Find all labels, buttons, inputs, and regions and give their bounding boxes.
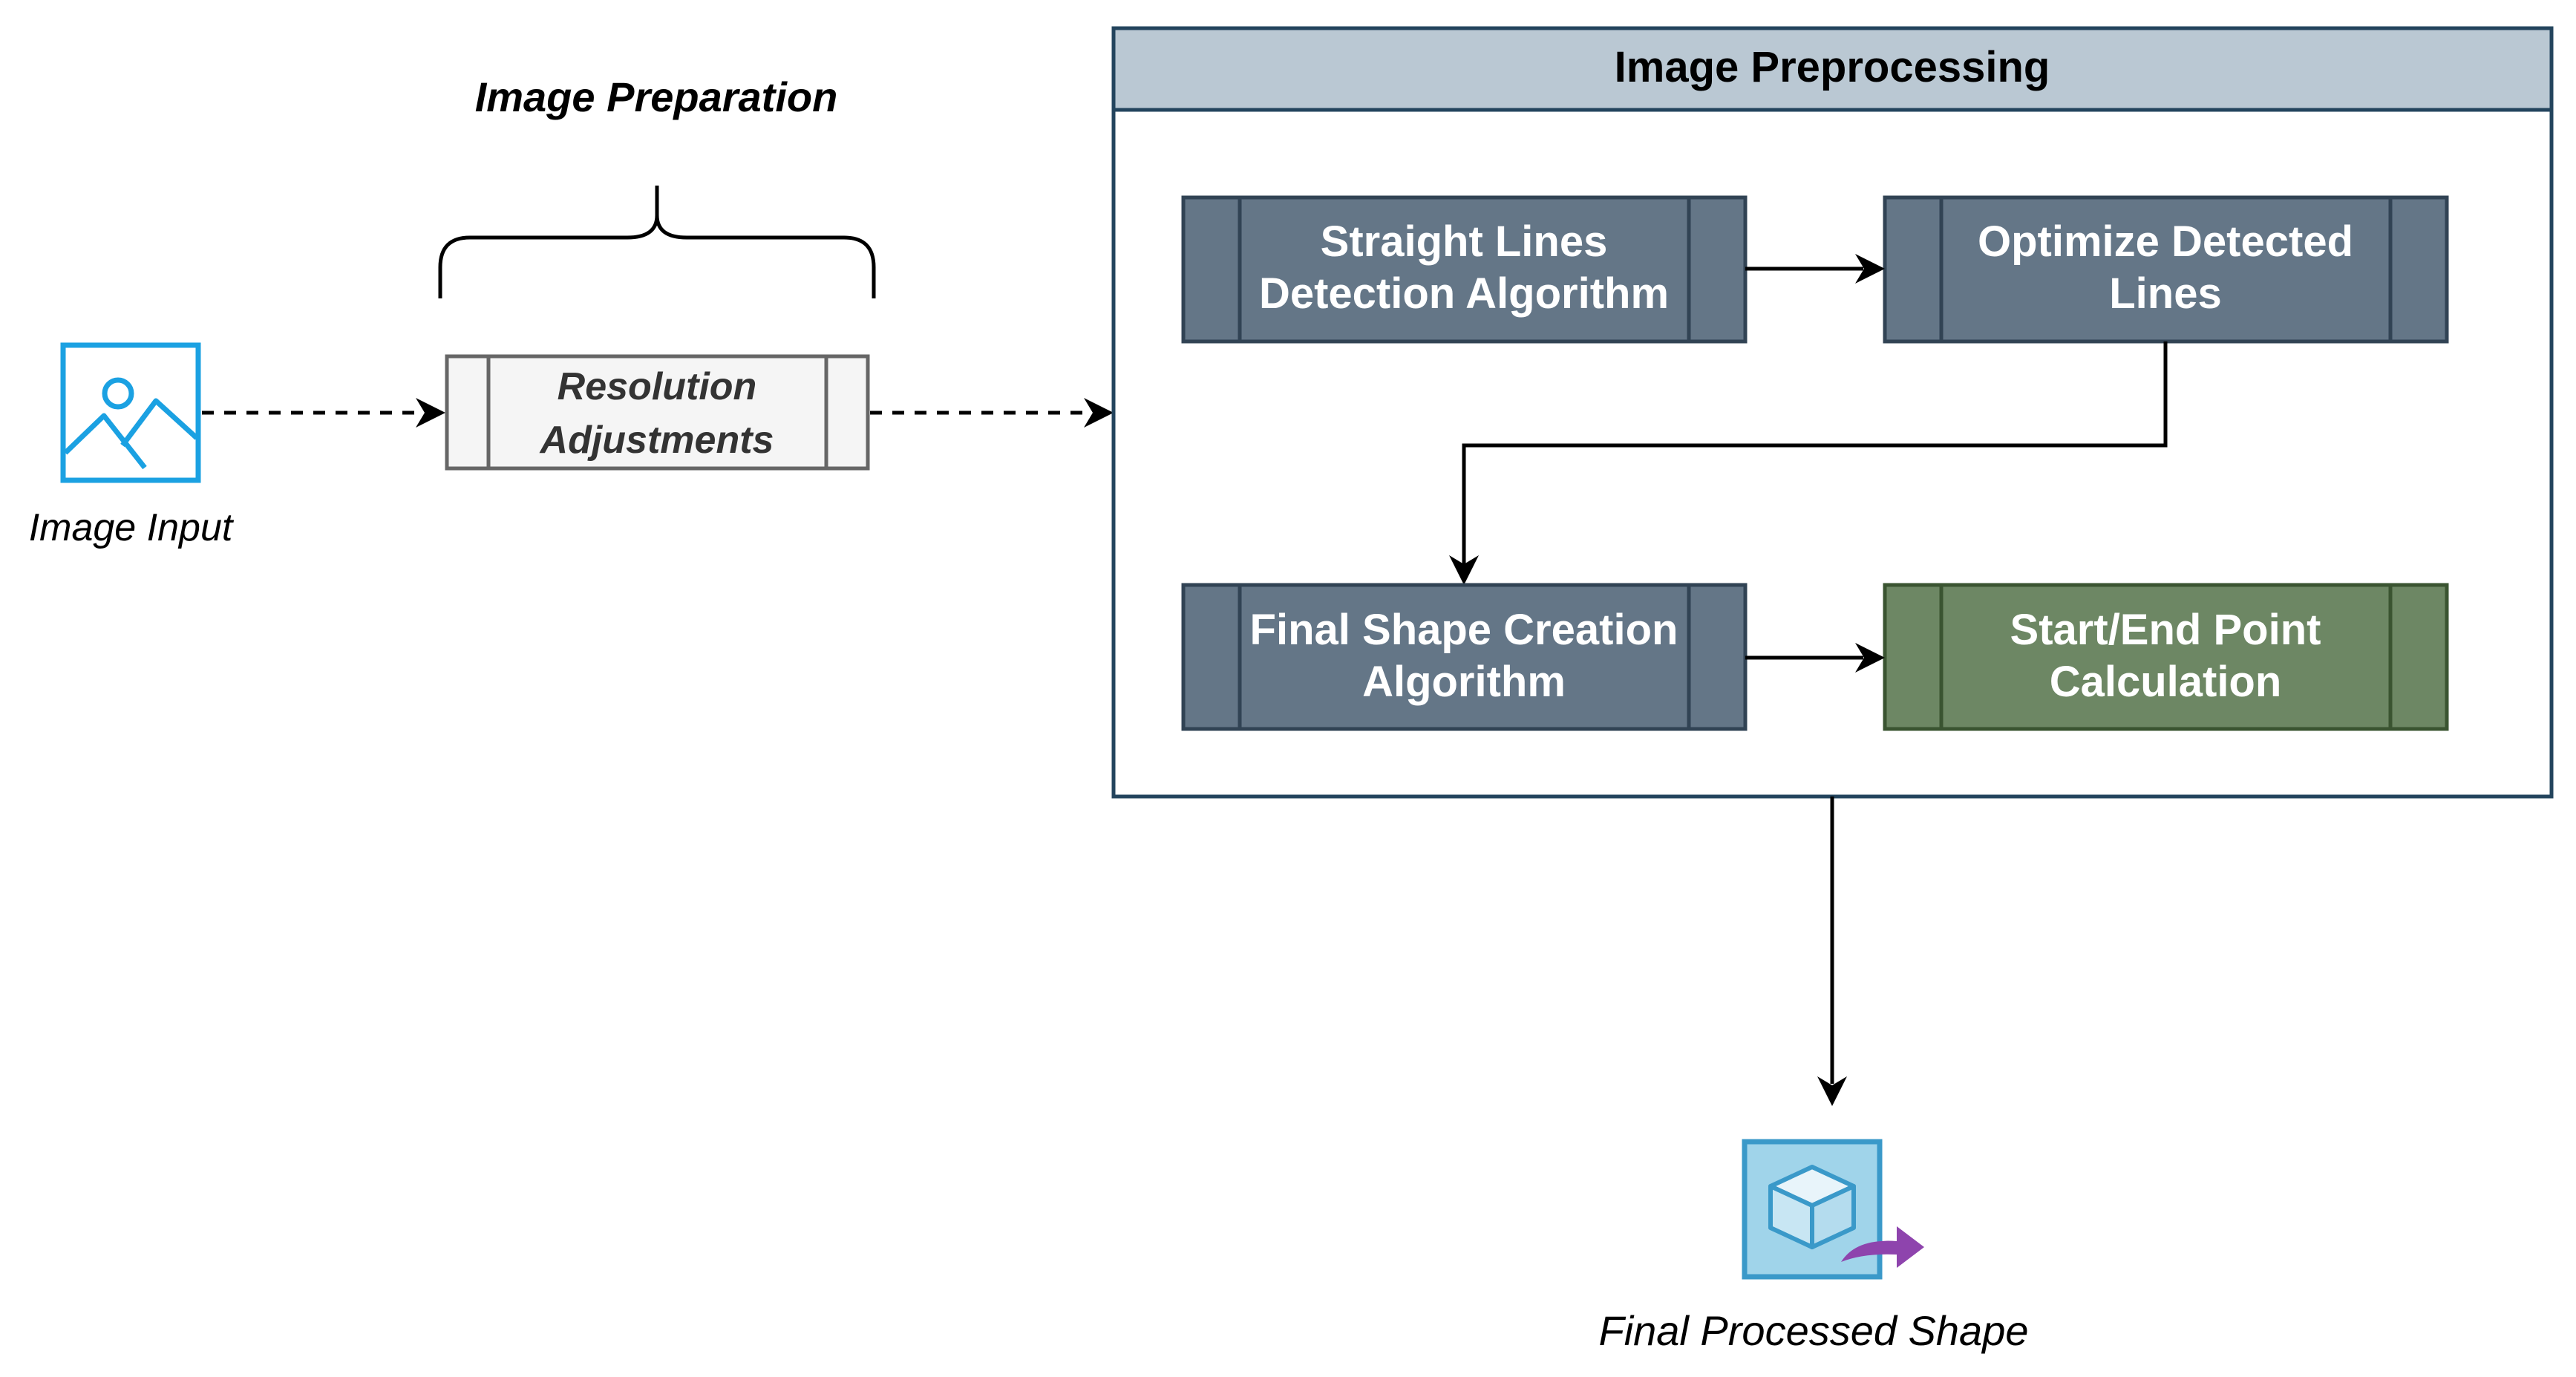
optimize-line2: Lines	[2109, 269, 2222, 318]
final-shape-line1: Final Shape Creation	[1250, 606, 1678, 654]
optimize-detected-lines-box[interactable]: Optimize Detected Lines	[1883, 195, 2449, 344]
resolution-adjustments-box[interactable]: Resolution Adjustments	[445, 354, 870, 471]
cube-export-icon[interactable]	[1742, 1139, 1924, 1280]
connector-prep-to-preprocessing	[870, 398, 1114, 428]
start-end-line2: Calculation	[2050, 658, 2282, 706]
image-preparation-label: Image Preparation	[475, 73, 838, 120]
optimize-line1: Optimize Detected	[1978, 217, 2353, 266]
arrow-straight-to-optimize	[1745, 254, 1885, 284]
start-end-line1: Start/End Point	[2010, 606, 2321, 654]
final-shape-line2: Algorithm	[1362, 658, 1566, 706]
curly-brace	[438, 186, 876, 298]
final-processed-shape-label: Final Processed Shape	[1598, 1307, 2028, 1354]
straight-lines-detection-box[interactable]: Straight Lines Detection Algorithm	[1181, 195, 1748, 344]
connector-input-to-prep	[202, 398, 445, 428]
image-preprocessing-title: Image Preprocessing	[1615, 43, 2050, 91]
straight-lines-line2: Detection Algorithm	[1259, 269, 1669, 318]
arrow-preprocessing-to-output	[1817, 797, 1847, 1106]
resolution-adjustments-line2: Adjustments	[539, 419, 774, 462]
image-icon[interactable]	[60, 342, 201, 483]
image-input-label: Image Input	[29, 506, 235, 549]
straight-lines-line1: Straight Lines	[1321, 217, 1608, 266]
start-end-point-box[interactable]: Start/End Point Calculation	[1883, 583, 2449, 731]
resolution-adjustments-line1: Resolution	[558, 365, 757, 408]
arrow-optimize-to-final-shape	[1449, 341, 2168, 585]
arrow-final-to-start-end	[1745, 643, 1885, 673]
final-shape-creation-box[interactable]: Final Shape Creation Algorithm	[1181, 583, 1748, 731]
